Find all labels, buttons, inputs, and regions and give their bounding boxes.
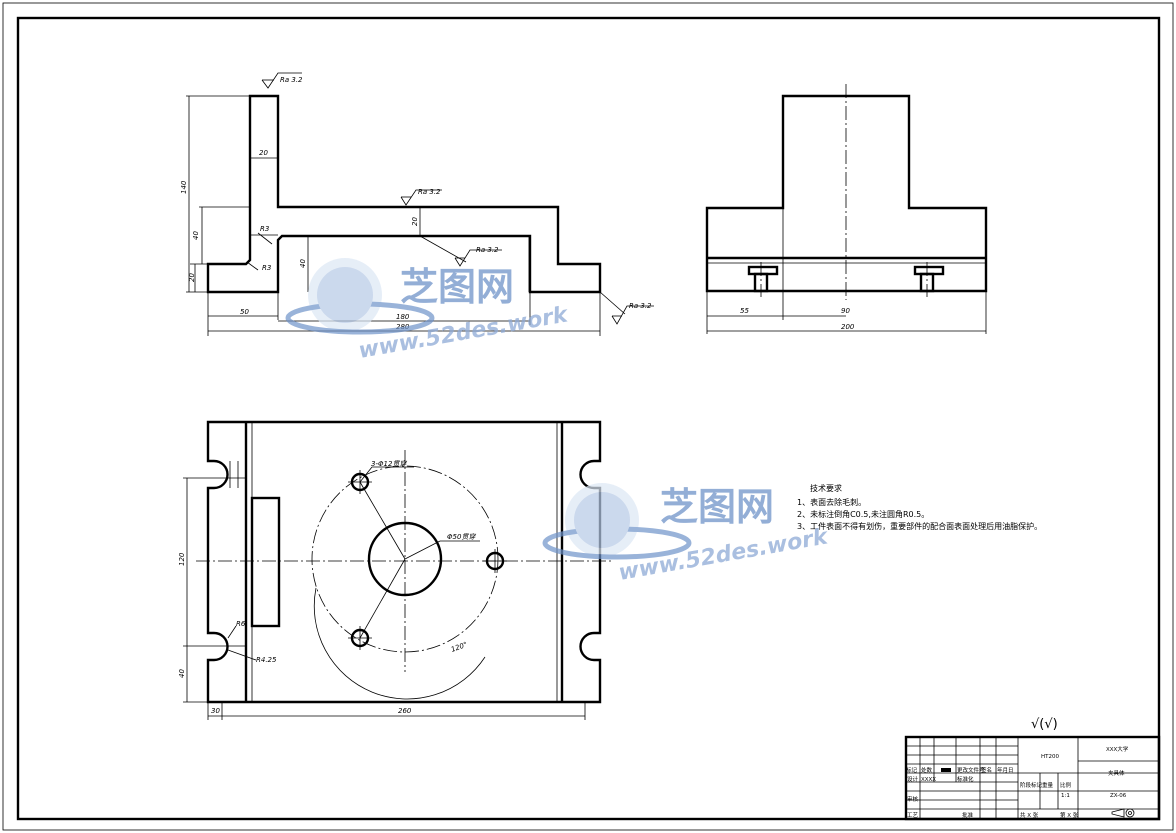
dim-slot-depth: 40 (299, 259, 307, 268)
designer: XXXX (921, 777, 936, 783)
watermark-brand: 芝图网 (660, 485, 774, 529)
watermark-brand: 芝图网 (400, 265, 514, 309)
dim-inner-length: 180 (396, 313, 410, 321)
dim-top-thickness: 20 (411, 217, 419, 226)
title-block: HT200 XXX大学 夹具体 1:1 ZX-06 XXXX 标记 处数 更改文… (904, 735, 1161, 821)
tb-label: 处数 (921, 766, 933, 774)
tb-label: 工艺 (907, 812, 919, 819)
roughness-label: Ra 3.2 (418, 188, 441, 196)
tb-label: 标准化 (957, 775, 974, 783)
tb-label: 重量 (1042, 781, 1054, 789)
dim-overall-width: 200 (841, 323, 855, 331)
scale: 1:1 (1061, 793, 1070, 799)
slot-radius-label: R6 (236, 620, 246, 628)
note-item: 3、工件表面不得有划伤，重要部件的配合面表面处理后用油脂保护。 (797, 521, 1042, 531)
roughness-label: Ra 3.2 (280, 76, 303, 84)
projection-symbol-icon (1111, 808, 1135, 818)
tb-label: 更改文件号 (957, 766, 985, 774)
roughness-label: Ra 3.2 (476, 246, 499, 254)
front-view: Ra 3.2 Ra 3.2 Ra 3.2 Ra 3.2 140 40 20 20… (180, 72, 654, 336)
tb-label: 第 X 张 (1060, 811, 1079, 819)
tb-label: 共 X 张 (1020, 811, 1039, 819)
dim-edge-offset: 30 (211, 707, 220, 715)
tb-label: 年月日 (997, 766, 1014, 774)
drawing-number: ZX-06 (1110, 793, 1127, 799)
dim-fillet-bottom: R3 (262, 264, 271, 272)
tb-label: 设计 (907, 775, 919, 783)
tb-label: 签名 (981, 766, 992, 774)
watermark-url: www.52des.work (357, 302, 571, 364)
dim-overall-height: 140 (180, 180, 188, 194)
watermark-logo-icon (285, 258, 692, 560)
tb-label: 批准 (962, 811, 974, 819)
watermark-url: www.52des.work (617, 524, 831, 586)
dim-base-height: 20 (188, 273, 196, 282)
dim-offset: 55 (740, 307, 749, 315)
tb-label: 阶段标记 (1020, 781, 1043, 789)
dim-slot-offset: 40 (178, 669, 186, 678)
slot-small-radius-label: R4.25 (256, 656, 277, 664)
note-item: 2、未标注倒角C0.5,未注圆角R0.5。 (797, 509, 929, 519)
dim-mid-height: 40 (192, 231, 200, 240)
note-item: 1、表面去除毛刺。 (797, 497, 866, 507)
dim-center-span: 90 (841, 307, 850, 315)
inner-border (16, 16, 1161, 821)
side-view: 55 90 200 (705, 84, 988, 334)
part-name: 夹具体 (1108, 769, 1125, 777)
roughness-label: Ra 3.2 (629, 302, 652, 310)
tb-label: 标记 (906, 766, 918, 774)
angle-label: 120° (450, 641, 469, 654)
center-bore-label: Φ50贯穿 (447, 533, 476, 541)
technical-requirements: 技术要求 1、表面去除毛刺。 2、未标注倒角C0.5,未注圆角R0.5。 3、工… (797, 483, 1042, 531)
plan-view: 3-Φ12贯穿 Φ50贯穿 120° R6 R4.25 120 40 30 26… (178, 420, 612, 720)
hole-pattern-label: 3-Φ12贯穿 (371, 460, 407, 468)
tb-label: 审核 (907, 795, 919, 803)
dim-upright-width: 20 (259, 149, 268, 157)
material: HT200 (1041, 754, 1059, 760)
dim-hole-spacing: 120 (178, 552, 186, 566)
dim-fillet-top: R3 (260, 225, 269, 233)
dim-left-length: 50 (240, 308, 249, 316)
notes-title: 技术要求 (810, 483, 842, 493)
general-roughness-symbol: √(√) (1031, 717, 1058, 732)
dim-length: 260 (398, 707, 412, 715)
tb-label: 比例 (1060, 781, 1072, 789)
school-name: XXX大学 (1106, 745, 1129, 753)
